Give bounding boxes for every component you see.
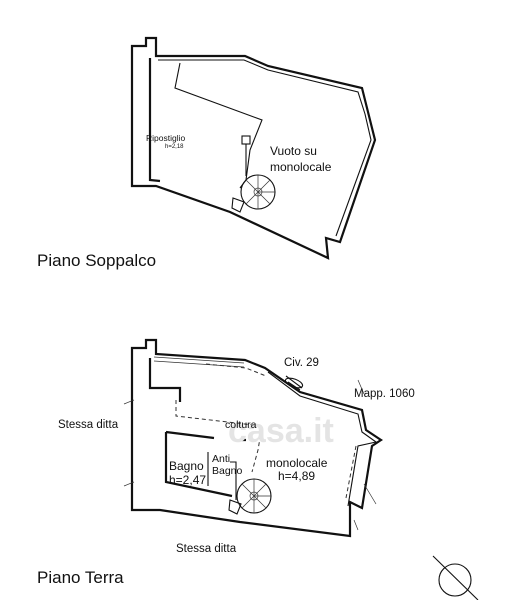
antibath-partition (207, 452, 237, 500)
mezzanine-edge (174, 62, 263, 189)
coltura-outline (175, 400, 263, 473)
antibath-label-line-1: Anti (212, 453, 230, 465)
ground-floor-plan: casa.it Civ. 29 Mapp. 1060 Stessa ditta … (37, 338, 415, 587)
ground-inner-left-wall (148, 358, 182, 402)
civic-number: Civ. 29 (284, 357, 319, 369)
coltura-label: coltura (225, 419, 257, 431)
upper-outer-wall (130, 36, 377, 260)
upper-floor-plan: Ripostiglio h=2,18 Vuoto su monolocale P… (37, 36, 377, 270)
upper-floor-title: Piano Soppalco (37, 251, 156, 270)
studio-height: h=4,89 (278, 469, 315, 483)
neighbor-bottom-label: Stessa ditta (176, 543, 237, 555)
watermark-text: casa.it (228, 412, 334, 450)
upper-inner-top-line (158, 59, 372, 237)
void-label-line-2: monolocale (270, 160, 332, 174)
parcel-number: Mapp. 1060 (354, 388, 415, 400)
boundary-ticks (123, 379, 377, 531)
upper-spiral-stair (231, 174, 276, 213)
ground-outer-wall (130, 338, 383, 538)
ground-floor-title: Piano Terra (37, 568, 124, 587)
storage-column (241, 135, 251, 145)
storage-height: h=2,18 (165, 144, 184, 150)
ground-inner-right-wall (267, 371, 378, 507)
bathroom-walls (164, 430, 246, 498)
bathroom-label: Bagno (169, 459, 204, 473)
north-arrow-icon (432, 555, 479, 600)
bathroom-height: h=2,47 (169, 473, 206, 487)
neighbor-left-label: Stessa ditta (58, 419, 119, 431)
ground-spiral-stair (228, 478, 272, 515)
upper-inner-wall (148, 58, 161, 183)
void-label-line-1: Vuoto su (270, 144, 317, 158)
dashed-right-edge (345, 445, 357, 499)
antibath-label-line-2: Bagno (212, 465, 243, 477)
studio-label: monolocale (266, 456, 328, 470)
storage-label: Ripostiglio (146, 133, 185, 143)
entrance-door (284, 375, 304, 391)
